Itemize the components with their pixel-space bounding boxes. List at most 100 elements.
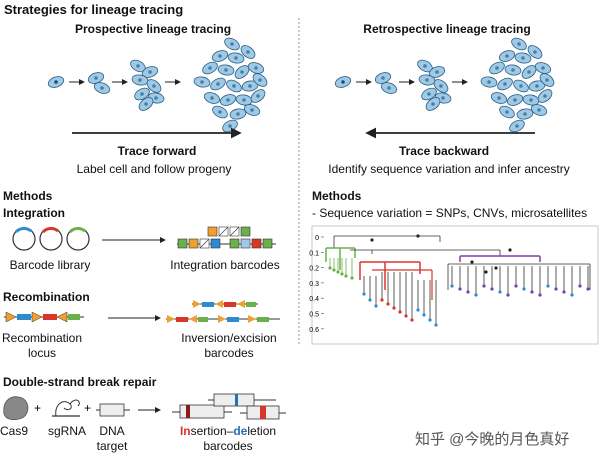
- cell-nucleus: [200, 80, 204, 84]
- cell-nucleus: [230, 42, 234, 46]
- cell-nucleus: [521, 56, 525, 60]
- barcode-library-icon: [12, 227, 90, 251]
- tree-leaf: [578, 284, 582, 288]
- cas9-icon: [3, 396, 29, 421]
- cell-nucleus: [435, 70, 439, 74]
- cell-nucleus: [439, 84, 443, 88]
- cell-nucleus: [154, 96, 158, 100]
- tree-leaf: [362, 292, 366, 296]
- tree-leaf: [498, 290, 502, 294]
- cell-nucleus: [541, 66, 545, 70]
- watermark: 知乎 @今晚的月色真好: [415, 431, 570, 448]
- tree-leaf: [508, 248, 512, 252]
- cell-nucleus: [234, 56, 238, 60]
- tree-branch: [325, 247, 356, 270]
- tree-axis-tick: 0.3: [309, 281, 319, 288]
- cell-nucleus: [236, 112, 240, 116]
- cell-nucleus: [254, 66, 258, 70]
- tree-leaf: [380, 298, 384, 302]
- cell-nucleus: [515, 124, 519, 128]
- integration-barcodes-label: Integration barcodes: [170, 258, 280, 272]
- tree-leaf: [416, 234, 420, 238]
- cell-nucleus: [495, 66, 499, 70]
- cell-nucleus: [341, 80, 345, 84]
- tree-leaf: [586, 287, 590, 291]
- cell-nucleus: [240, 70, 244, 74]
- sgrna-label: sgRNA: [47, 424, 87, 438]
- dsb-repair-heading: Double-strand break repair: [3, 375, 157, 389]
- cell-nucleus: [523, 112, 527, 116]
- cell-nucleus: [431, 102, 435, 106]
- cell-nucleus: [246, 50, 250, 54]
- cell-nucleus: [224, 68, 228, 72]
- recombination-locus-label-1: Recombination: [1, 331, 83, 345]
- cell-nucleus: [427, 92, 431, 96]
- cell-nucleus: [218, 54, 222, 58]
- cell-nucleus: [387, 86, 391, 90]
- cell-nucleus: [533, 50, 537, 54]
- tree-axis-tick: 0.2: [309, 266, 319, 273]
- retrospective-title: Retrospective lineage tracing: [363, 22, 531, 36]
- dna-target-label-2: target: [96, 439, 128, 453]
- tree-leaf: [506, 293, 510, 297]
- cell-nucleus: [136, 64, 140, 68]
- cell-nucleus: [527, 70, 531, 74]
- trace-forward-label: Trace forward: [117, 144, 197, 158]
- tree-leaf: [404, 314, 408, 318]
- tree-axis-tick: 0.5: [309, 312, 319, 319]
- cell-nucleus: [144, 102, 148, 106]
- cell-nucleus: [487, 80, 491, 84]
- prospective-title: Prospective lineage tracing: [74, 22, 232, 36]
- inversion-excision-label-2: barcodes: [204, 346, 254, 360]
- insertion-deletion-label-2: barcodes: [203, 439, 253, 453]
- cell-nucleus: [543, 94, 547, 98]
- tree-branch: [350, 249, 501, 256]
- tree-leaf: [410, 318, 414, 322]
- cell-nucleus: [148, 70, 152, 74]
- cell-nucleus: [208, 66, 212, 70]
- tree-leaf: [434, 323, 438, 327]
- cell-nucleus: [529, 98, 533, 102]
- prospective-caption: Label cell and follow progeny: [76, 162, 232, 176]
- cell-nucleus: [228, 124, 232, 128]
- tree-branch: [372, 269, 433, 300]
- inversion-excision-icon: [166, 300, 280, 323]
- cell-nucleus: [425, 78, 429, 82]
- tree-leaf: [368, 298, 372, 302]
- tree-leaf: [538, 293, 542, 297]
- cell-nucleus: [381, 76, 385, 80]
- cell-nucleus: [210, 96, 214, 100]
- tree-branch: [459, 255, 541, 262]
- cell-nucleus: [258, 78, 262, 82]
- tree-leaf: [490, 287, 494, 291]
- inversion-excision-label-1: Inversion/excision: [181, 331, 277, 345]
- cell-nucleus: [242, 98, 246, 102]
- tree-leaf: [530, 290, 534, 294]
- cell-nucleus: [503, 82, 507, 86]
- cell-nucleus: [545, 78, 549, 82]
- barcode-library-label: Barcode library: [9, 258, 91, 272]
- tree-axis-tick: 0.1: [309, 250, 319, 257]
- cell-nucleus: [250, 108, 254, 112]
- cell-nucleus: [441, 96, 445, 100]
- tree-leaf: [392, 306, 396, 310]
- tree-leaf: [450, 284, 454, 288]
- tree-leaf: [474, 293, 478, 297]
- tree-leaf: [522, 287, 526, 291]
- tree-leaf: [458, 287, 462, 291]
- recombination-heading: Recombination: [3, 290, 90, 304]
- retrospective-caption: Identify sequence variation and infer an…: [328, 162, 570, 176]
- cell-nucleus: [218, 110, 222, 114]
- tree-leaf: [398, 310, 402, 314]
- tree-leaf: [386, 302, 390, 306]
- tree-leaf: [370, 238, 374, 242]
- right-methods-heading: Methods: [312, 189, 362, 203]
- cell-nucleus: [54, 80, 58, 84]
- integration-barcodes-icon: [177, 226, 276, 249]
- tree-leaf: [546, 284, 550, 288]
- cell-nucleus: [94, 76, 98, 80]
- plus-sign-2: +: [84, 401, 91, 415]
- dna-target-icon: [96, 403, 130, 417]
